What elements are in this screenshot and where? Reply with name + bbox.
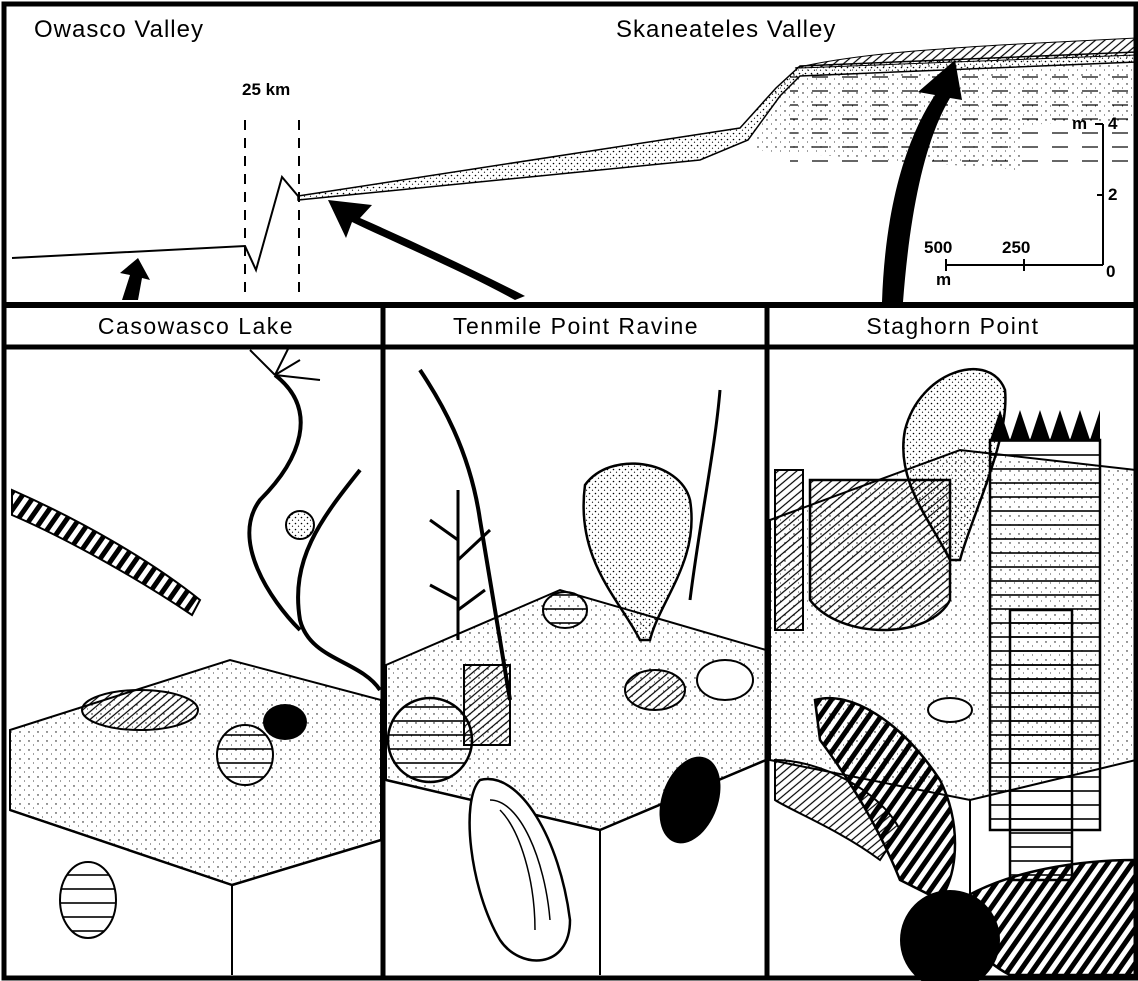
staghorn-point-illustration <box>770 369 1136 981</box>
panel-title-casowasco-lake: Casowasco Lake <box>10 313 382 340</box>
panel-title-staghorn-point: Staghorn Point <box>770 313 1136 340</box>
vertical-scale-unit: m <box>1072 114 1087 134</box>
vertical-scale-tick-0: 0 <box>1106 262 1115 282</box>
tenmile-point-ravine-illustration <box>386 370 766 975</box>
vertical-scale-tick-4: 4 <box>1108 114 1117 134</box>
cross-section <box>12 38 1136 300</box>
panel-title-tenmile-point-ravine: Tenmile Point Ravine <box>386 313 766 340</box>
casowasco-lake-illustration <box>10 345 381 975</box>
owasco-valley-label: Owasco Valley <box>34 16 204 44</box>
vertical-scale-tick-2: 2 <box>1108 185 1117 205</box>
skaneateles-valley-label: Skaneateles Valley <box>616 16 836 44</box>
horizontal-scale-tick-250: 250 <box>1002 238 1030 258</box>
horizontal-scale-unit: m <box>936 270 951 290</box>
distance-label: 25 km <box>242 80 290 100</box>
horizontal-scale-tick-500: 500 <box>924 238 952 258</box>
